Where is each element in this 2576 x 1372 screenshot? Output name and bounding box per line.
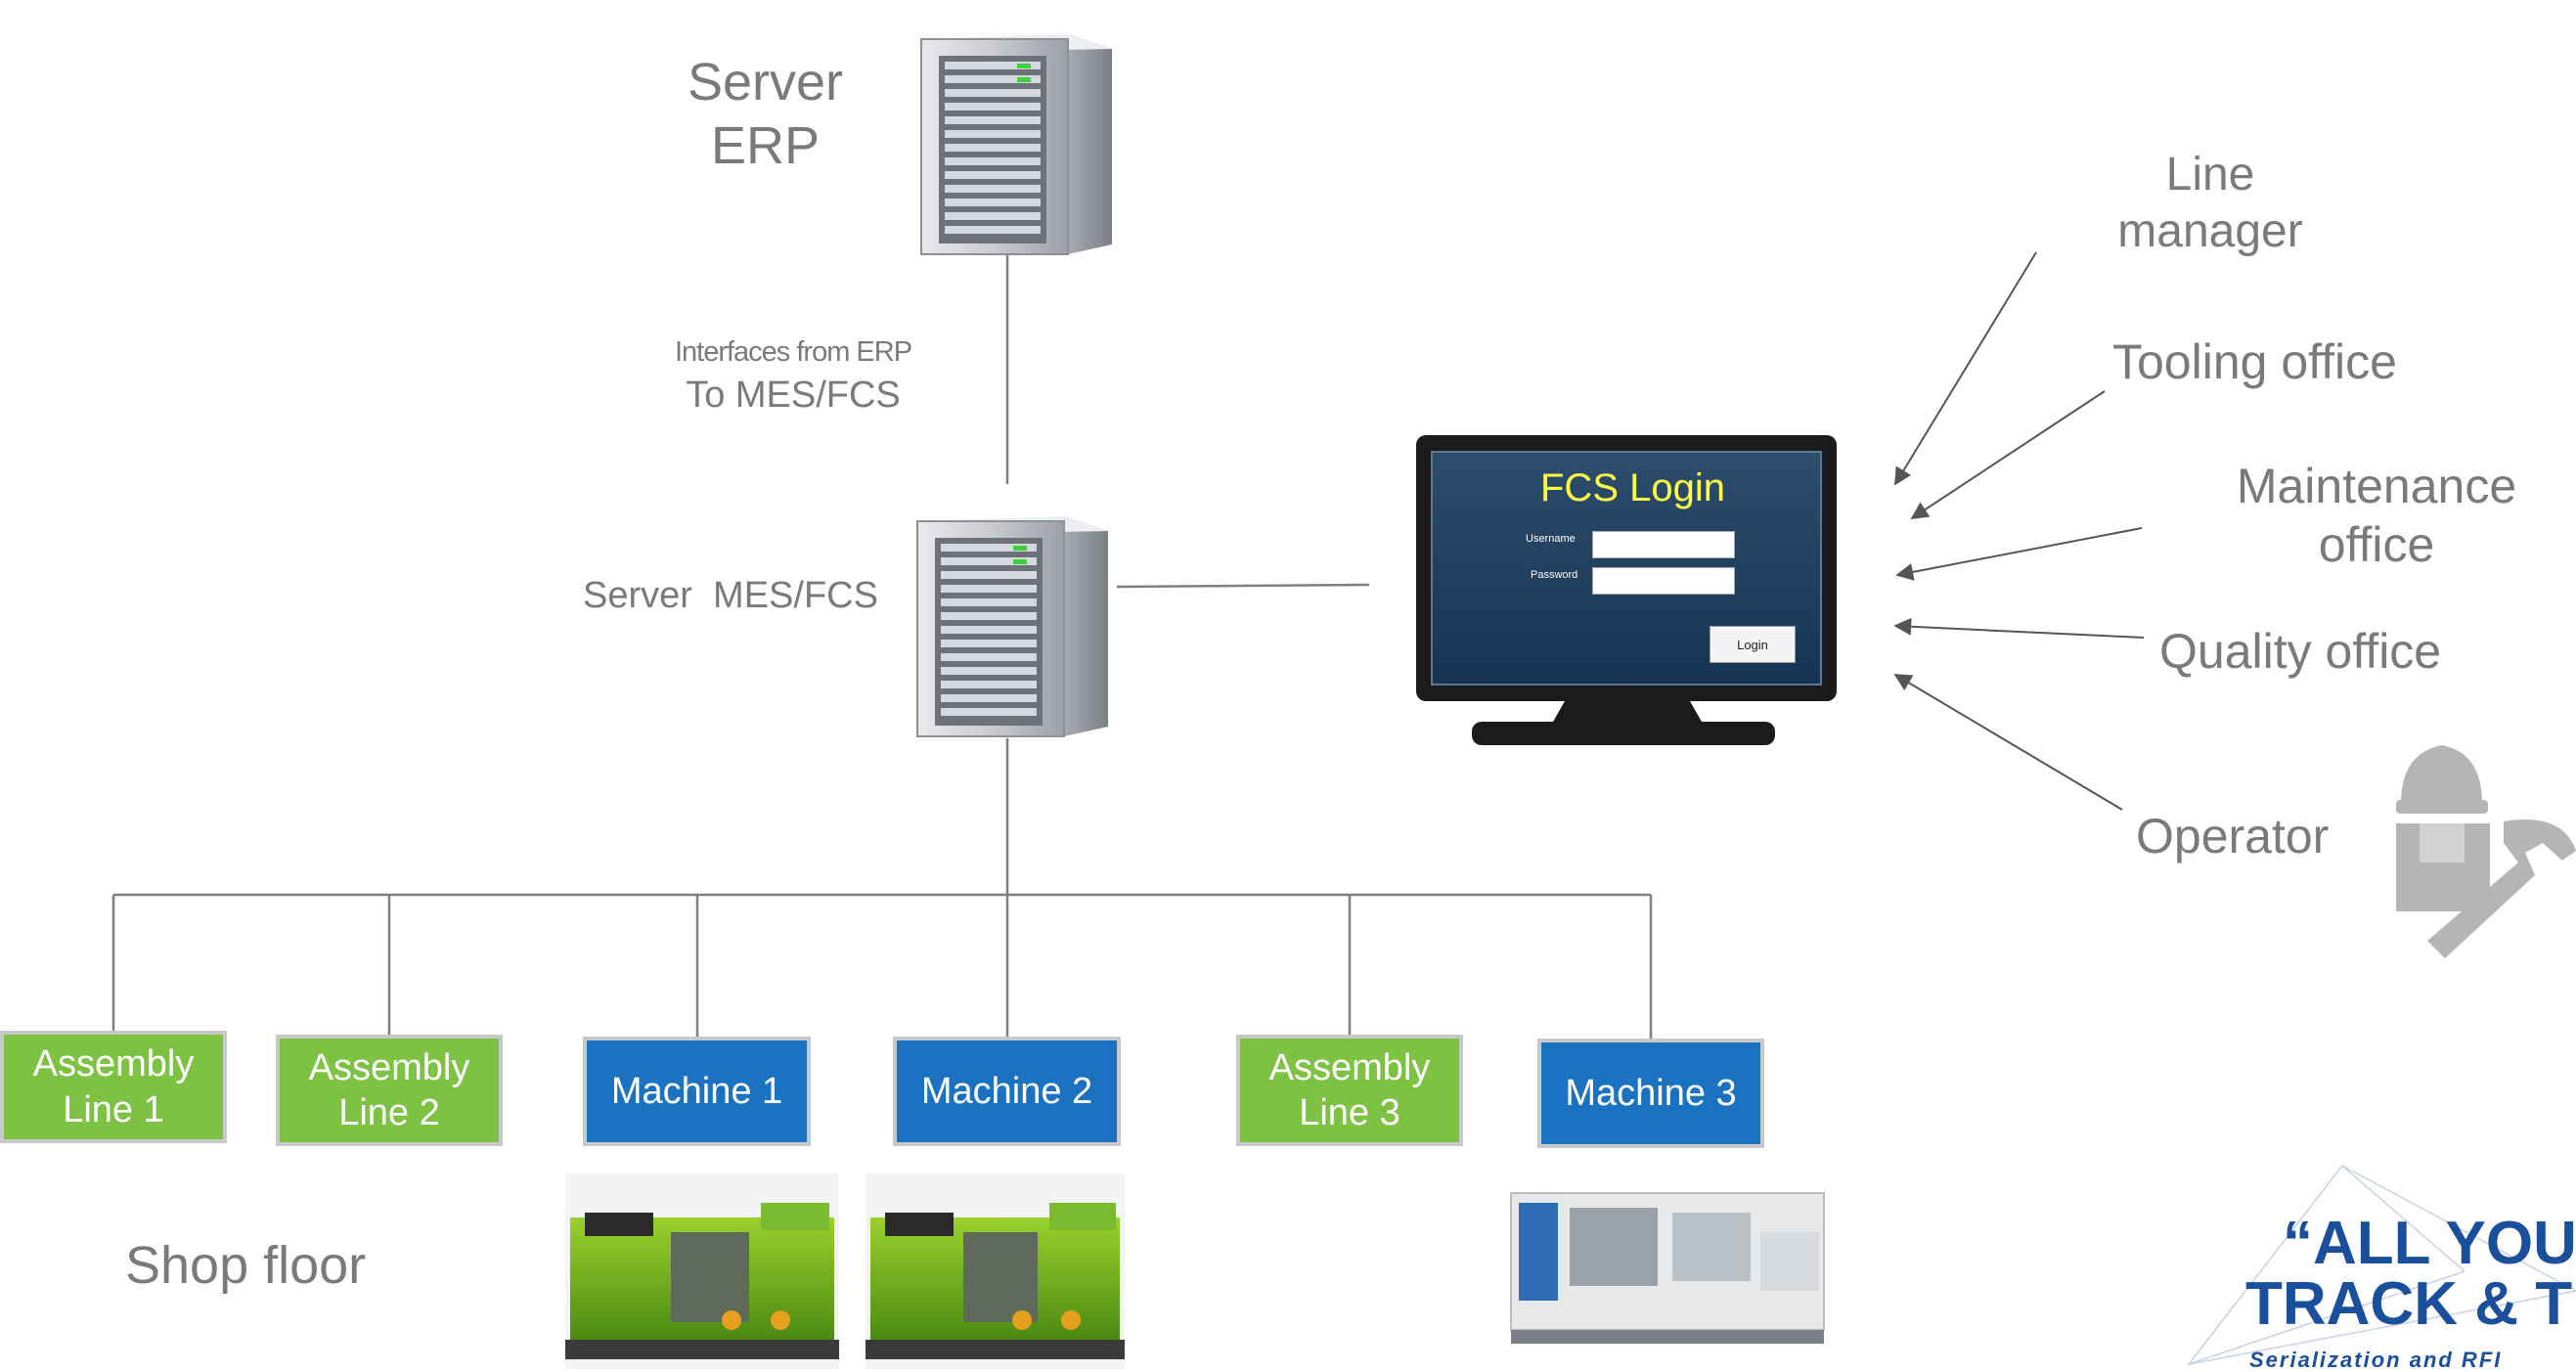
assembly-line-2-box: Assembly Line 2 [276,1035,503,1146]
arrow-line-manager [1894,251,2037,486]
arrow-maintenance-office [1895,527,2143,581]
machine-1-image [565,1173,839,1369]
role-line-manager: Line manager [2117,149,2303,257]
connector-lines [111,244,1653,1039]
machine-3-image [1501,1154,1834,1369]
assembly-line-1-box: Assembly Line 1 [0,1031,227,1143]
username-input[interactable] [1592,531,1735,558]
brand-tagline-line3: Serialization and RFI [2249,1348,2503,1372]
arrow-quality-office [1893,617,2145,639]
mes-to-terminal-line [1116,583,1370,589]
password-input[interactable] [1592,567,1735,595]
brand-tagline-line2: TRACK & TR [2245,1270,2576,1338]
shop-floor-label: Shop floor [125,1236,367,1295]
interface-label-line2: To MES/FCS [686,375,901,416]
role-arrows [1893,251,2145,811]
arrow-tooling-office [1910,390,2106,519]
machine-3-box: Machine 3 [1537,1039,1764,1148]
password-label: Password [1531,569,1578,581]
role-maintenance-office: Maintenance office [2236,459,2517,572]
injection-molding-machine-icon [565,1154,1834,1369]
login-screen-title: FCS Login [1540,466,1725,509]
brand-logo [2187,1165,2576,1366]
machine-1-box: Machine 1 [583,1037,811,1146]
machine-2-image [866,1173,1125,1369]
role-tooling-office: Tooling office [2112,334,2397,389]
operator-wrench-icon [2396,745,2576,958]
server-erp-icon [920,34,1112,255]
server-mes-label: Server MES/FCS [583,575,878,616]
username-label: Username [1526,533,1576,545]
brand-tagline-line1: “ALL YOU C [2283,1210,2576,1277]
role-operator: Operator [2136,809,2330,863]
assembly-line-3-box: Assembly Line 3 [1236,1035,1463,1146]
machine-2-box: Machine 2 [893,1037,1121,1146]
server-erp-label: Server ERP [687,53,844,175]
role-quality-office: Quality office [2159,624,2442,679]
arrow-operator [1893,674,2123,811]
interface-label-line1: Interfaces from ERP [674,336,912,368]
login-button[interactable]: Login [1710,626,1796,663]
server-mes-icon [916,516,1108,737]
